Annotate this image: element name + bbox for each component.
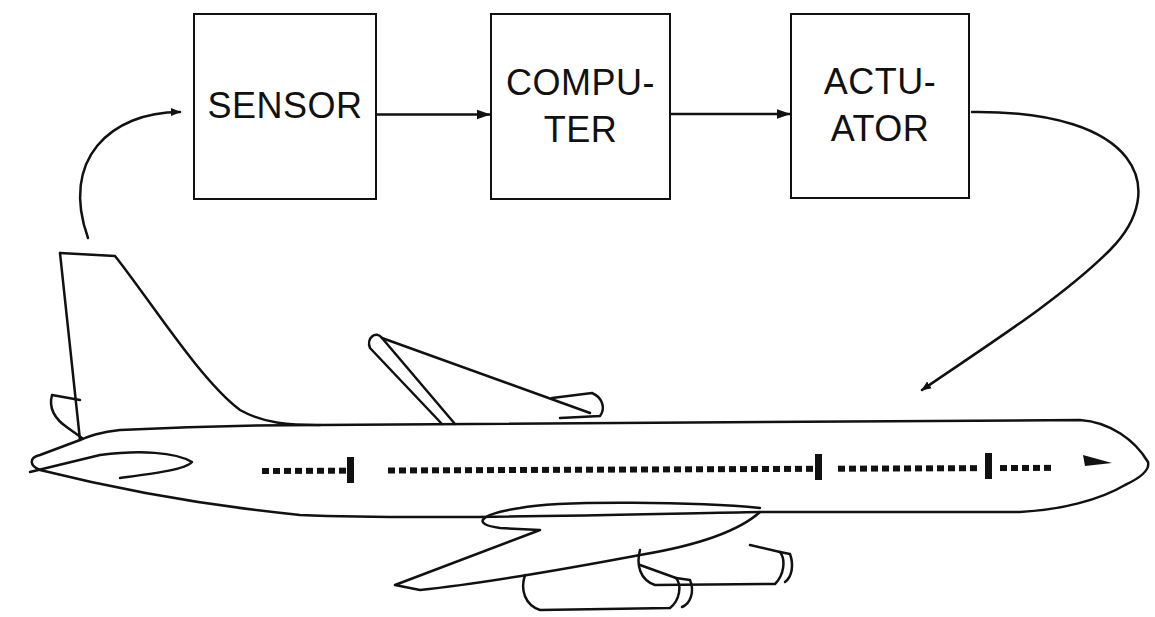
window [542,467,549,473]
window [806,466,813,472]
window [306,468,313,474]
window [893,465,900,471]
signal-arrow [377,113,490,116]
process-box: SENSOR [193,13,377,200]
box-label: SENSOR [207,83,362,130]
window [707,466,714,472]
window [729,466,736,472]
window [641,466,648,472]
window [1000,465,1007,471]
window [295,468,302,474]
window [476,467,483,473]
window [432,467,439,473]
window [959,465,966,471]
engine [676,578,692,607]
window [740,466,747,472]
box-label: ACTU- ATOR [824,59,937,153]
stabilizer [30,452,192,478]
window [630,467,637,473]
window [284,468,291,474]
window [586,467,593,473]
engine [780,552,792,582]
tail-fin [60,253,320,425]
window [262,468,269,474]
window [339,468,346,474]
window [399,467,406,473]
window [838,466,845,472]
window [520,467,527,473]
window [421,467,428,473]
feedback-line [80,112,180,238]
window [762,466,769,472]
box-label: COMPU- TER [506,60,655,154]
window [487,467,494,473]
window [860,466,867,472]
window [937,465,944,471]
process-box: ACTU- ATOR [790,13,970,199]
tail-fin [60,253,80,440]
cockpit-window [1083,455,1112,466]
far-engine [552,393,603,418]
window [1011,465,1018,471]
window [882,466,889,472]
window [674,466,681,472]
window [608,467,615,473]
window [915,465,922,471]
door [815,454,822,480]
window [564,467,571,473]
window [509,467,516,473]
engine [523,565,679,610]
window [784,466,791,472]
window [328,468,335,474]
window [751,466,758,472]
near-wing [395,503,760,590]
window [553,467,560,473]
window-row [262,465,1051,474]
window [273,468,280,474]
window [663,466,670,472]
window [575,467,582,473]
window [498,467,505,473]
window [871,466,878,472]
window [718,466,725,472]
window [904,465,911,471]
window [773,466,780,472]
window [1044,465,1051,471]
window [696,466,703,472]
window [795,466,802,472]
window [685,466,692,472]
engine [639,545,784,585]
window [970,465,977,471]
window [317,468,324,474]
window [619,467,626,473]
process-box: COMPU- TER [490,13,671,200]
window [1022,465,1029,471]
window [1033,465,1040,471]
signal-arrow [671,113,790,116]
window [652,466,659,472]
door [347,457,354,483]
far-wing [382,338,590,413]
window [443,467,450,473]
window [531,467,538,473]
window [849,466,856,472]
window [948,465,955,471]
window [454,467,461,473]
window [388,467,395,473]
window [465,467,472,473]
window [926,465,933,471]
door [985,453,992,479]
stabilizer [51,395,82,438]
window [597,467,604,473]
window [410,467,417,473]
